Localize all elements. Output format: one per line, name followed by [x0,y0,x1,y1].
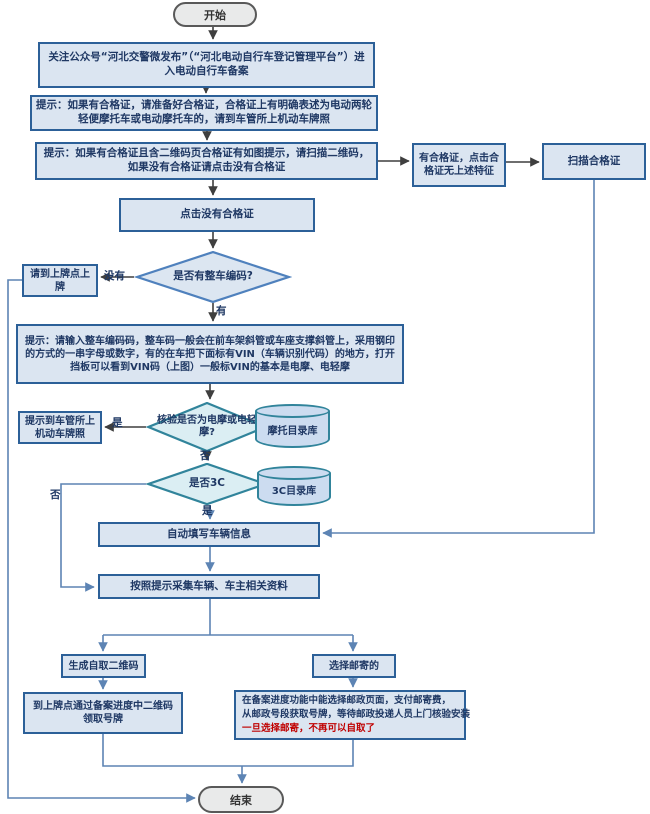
step-go-plate-point: 请到上牌点上牌 [22,264,98,297]
decision-label: 是否有整车编码? [173,270,253,283]
connector [60,483,146,592]
decision-label: 是否3C [188,477,225,490]
step-autofill-vehicle-info: 自动填写车辆信息 [98,522,320,547]
step-click-no-certificate: 点击没有合格证 [119,198,315,232]
mailing-warning-red: 一旦选择邮寄，不再可以自取了 [242,723,376,735]
database-moto-catalog: 摩托目录库 [255,404,330,448]
edge-label-not-moto: 否 [200,450,211,462]
decision-is-3c: 是否3C [146,463,268,505]
diamond-shape [146,402,268,452]
edge-label-has-code: 有 [216,305,227,317]
database-label: 3C目录库 [271,485,317,497]
cylinder-body [255,411,330,448]
edge-label-no-code: 没有 [104,270,125,282]
step-mailing-details: 在备案进度功能中能选择邮政页面，支付邮寄费， 从邮政号段获取号牌，等待邮政投递人… [234,690,470,740]
connector [322,180,595,538]
database-3c-catalog: 3C目录库 [257,466,331,506]
diamond-shape [146,463,268,505]
step-collect-materials: 按照提示采集车辆、车主相关资料 [98,574,320,599]
start-terminal: 开始 [173,2,257,27]
decision-has-vehicle-code: 是否有整车编码? [134,251,292,303]
step-pickup-plate-by-qr: 到上牌点通过备案进度中二维码领取号牌 [23,692,183,734]
mailing-detail-line1: 在备案进度功能中能选择邮政页面，支付邮寄费， [242,694,452,706]
edge-label-is-3c: 是 [202,505,213,517]
end-terminal: 结束 [198,786,284,813]
database-label: 摩托目录库 [267,425,318,437]
diamond-shape [134,251,292,303]
edge-label-not-3c: 否 [50,489,61,501]
step-generate-selfpick-qr: 生成自取二维码 [61,654,146,678]
step-have-certificate: 有合格证，点击合格证无上述特征 [412,143,506,187]
connector [102,734,354,767]
step-follow-official-account: 关注公众号“河北交警微发布”（“河北电动自行车登记管理平台”）进入电动自行车备案 [38,42,375,88]
decision-label: 核验是否为电摩或电轻摩? [157,414,257,439]
step-scan-certificate: 扫描合格证 [542,143,646,180]
edge-label-is-moto: 是 [112,417,123,429]
decision-check-moto-type: 核验是否为电摩或电轻摩? [146,402,268,452]
cylinder-top [257,466,331,480]
connector [7,279,196,803]
mailing-detail-line2: 从邮政号段获取号牌，等待邮政投递人员上门核验安装 [242,708,471,720]
tip-vehicle-code-vin: 提示：请输入整车编码码，整车码一般会在前车架斜管或车座支撑斜管上，采用钢印的方式… [16,324,404,384]
tip-certificate: 提示：如果有合格证，请准备好合格证，合格证上有明确表述为电动两轮轻便摩托车或电动… [30,95,378,131]
tip-qr-code: 提示：如果有合格证且含二维码页合格证有如图提示，请扫描二维码，如果没有合格证请点… [35,142,378,180]
cylinder-top [255,404,330,418]
step-go-dmv-plate: 提示到车管所上机动车牌照 [18,411,102,444]
step-choose-mailing: 选择邮寄的 [312,654,396,678]
